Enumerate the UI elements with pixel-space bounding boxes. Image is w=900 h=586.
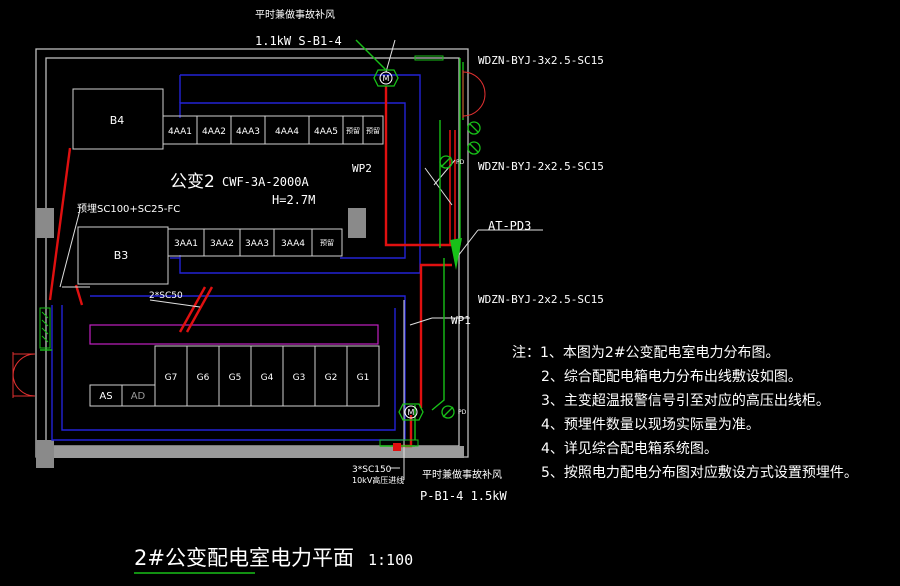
transformer-b4-label: B4 — [110, 114, 125, 127]
ad-label: AD — [131, 391, 146, 402]
note-item: 4、详见综合配电箱系统图。 — [541, 441, 718, 457]
cabinet-label: 4AA2 — [202, 127, 226, 137]
drawing-scale: 1:100 — [368, 551, 413, 569]
hv-cabinet-label: G2 — [325, 373, 338, 383]
bottom-fan-symbol: M — [398, 403, 424, 421]
transformer-b4-group — [72, 88, 384, 150]
hv-cabinet-label: G4 — [261, 373, 274, 383]
cabinet-label: 4AA5 — [314, 127, 338, 137]
conduit-label: 2*SC50 — [149, 291, 183, 301]
columns — [36, 208, 366, 468]
bottom-wall-band — [40, 446, 464, 458]
cabinet-label: 4AA3 — [236, 127, 260, 137]
hv-cabinet-label: G5 — [229, 373, 242, 383]
hv-incoming-line1: 3*SC150 — [352, 465, 392, 475]
hv-incoming-line2: 10kV高压进线 — [352, 475, 404, 485]
wp1-label: WP1 — [451, 314, 471, 327]
cabinet-label: 3AA4 — [281, 239, 305, 249]
top-fan-note: 平时兼做事故补风 — [255, 8, 335, 21]
bottom-fan-spec: P-B1-4 1.5kW — [420, 489, 507, 503]
embed-label: 预埋SC100+SC25-FC — [77, 203, 180, 215]
green-hatch — [39, 55, 444, 447]
panel-at-pd3-label: AT-PD3 — [488, 219, 531, 233]
hv-incoming-marker — [393, 443, 401, 451]
top-fan-motor-label: M — [383, 74, 390, 83]
bottom-fan-note: 平时兼做事故补风 — [422, 468, 502, 481]
cabinet-label: 3AA2 — [210, 239, 234, 249]
cabinet-label: 3AA1 — [174, 239, 198, 249]
note-item: 5、按照电力配电分布图对应敷设方式设置预埋件。 — [541, 464, 858, 481]
doors — [12, 70, 486, 398]
green-wiring — [40, 39, 464, 574]
pd-sockets — [439, 121, 481, 419]
wp2-label: WP2 — [352, 162, 372, 175]
note-item: 4、预埋件数量以现场实际量为准。 — [541, 417, 760, 433]
note-item: 2、综合配配电箱电力分布出线敷设如图。 — [541, 369, 802, 385]
cabinet-label: 4AA4 — [275, 127, 299, 137]
top-fan-spec: 1.1kW S-B1-4 — [255, 34, 342, 48]
bottom-fan-motor-label: M — [408, 408, 415, 417]
cabinet-label: 预留 — [366, 126, 380, 135]
transformer-b3-label: B3 — [114, 249, 129, 262]
cabinet-label: 预留 — [320, 238, 334, 247]
substation-label: 公变2 — [170, 172, 215, 192]
red-vertical-riser — [449, 130, 456, 245]
note-item: 3、主变超温报警信号引至对应的高压出线柜。 — [541, 392, 830, 409]
hv-cabinet-labels: G7 G6 G5 G4 G3 G2 G1 AS AD — [99, 373, 369, 402]
as-label: AS — [99, 391, 112, 402]
height-label: H=2.7M — [272, 193, 315, 207]
cabinet-label: 3AA3 — [245, 239, 269, 249]
substation-model: CWF-3A-2000A — [222, 175, 309, 189]
hv-cabinet-label: G7 — [165, 373, 178, 383]
panel-at-pd3-symbol — [450, 238, 462, 270]
hv-cabinet-label: G6 — [197, 373, 210, 383]
notes-heading: 注：1、本图为2#公变配电室电力分布图。 — [512, 344, 780, 361]
hv-cabinet-label: G1 — [357, 373, 370, 383]
cable-label-2: WDZN-BYJ-2x2.5-SC15 — [478, 160, 604, 173]
b3-cabinet-labels: 3AA1 3AA2 3AA3 3AA4 预留 — [174, 238, 334, 249]
cable-label-3: WDZN-BYJ-2x2.5-SC15 — [478, 293, 604, 306]
hv-cabinet-label: G3 — [293, 373, 306, 383]
leader-lines — [59, 39, 543, 480]
pd-mark: PD — [456, 159, 465, 166]
transformer-b3-group — [77, 226, 343, 285]
busway — [89, 324, 379, 345]
hv-cabinet-row — [89, 345, 380, 407]
b4-cabinet-labels: 4AA1 4AA2 4AA3 4AA4 4AA5 预留 预留 — [168, 126, 380, 137]
top-fan-symbol: M — [373, 69, 399, 87]
cabinet-label: 4AA1 — [168, 127, 192, 137]
cable-label-1: WDZN-BYJ-3x2.5-SC15 — [478, 54, 604, 67]
notes-block: 注：1、本图为2#公变配电室电力分布图。 2、综合配配电箱电力分布出线敷设如图。… — [512, 344, 858, 481]
cabinet-label: 预留 — [346, 126, 360, 135]
pd-mark: PD — [458, 409, 467, 416]
drawing-title: 2#公变配电室电力平面 — [134, 546, 354, 570]
